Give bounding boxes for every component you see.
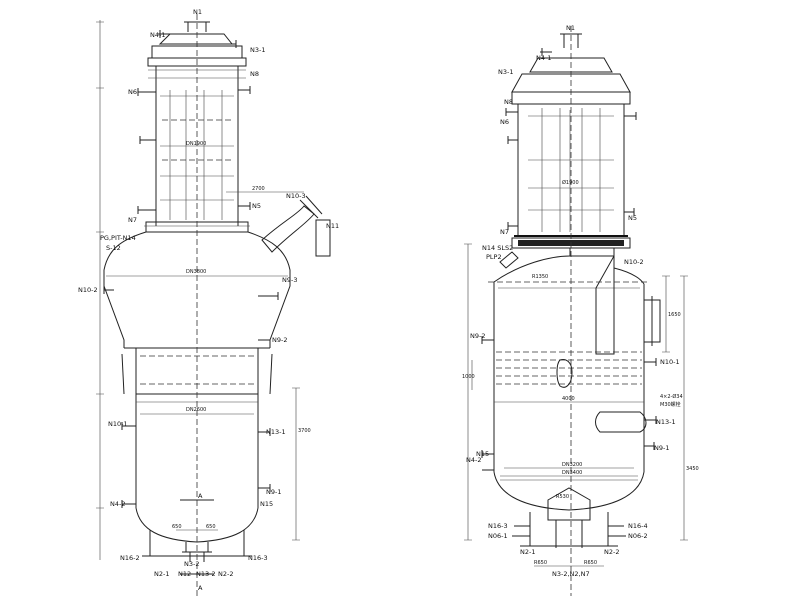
label-r-n9-1: N9-1 (654, 444, 669, 452)
label-l-n3-2: N3-2 (184, 560, 199, 568)
label-r-n14-sls2: N14 SLS2 (482, 244, 513, 252)
label-r-n2-2: N2-2 (604, 548, 619, 556)
label-l-n16-3: N16-3 (248, 554, 268, 562)
dim-r-r1350: R1350 (532, 274, 548, 280)
label-l-section-a-top: A (198, 492, 203, 500)
dim-l-650b: 650 (206, 524, 216, 530)
dim-r-1650: 1650 (668, 312, 681, 318)
dim-r-bolts: 4×2-Ø34 (660, 393, 683, 400)
label-r-n16-4: N16-4 (628, 522, 648, 530)
label-r-n2-1: N2-1 (520, 548, 535, 556)
dim-l-2700: 2700 (252, 186, 265, 192)
dim-r-1000: 1000 (462, 374, 475, 380)
dim-l-650a: 650 (172, 524, 182, 530)
label-l-n6: N6 (128, 88, 137, 96)
label-l-n13-2: N13-2 (196, 570, 216, 578)
label-l-n10-1: N10-1 (108, 420, 128, 428)
left-labels: N1 N4-1 N3-1 N8 N6 N7 N5 N10-3 N11 PG,PI… (78, 8, 339, 592)
label-r-n8: N8 (504, 98, 513, 106)
label-r-n10-2: N10-2 (624, 258, 644, 266)
dim-r-dn3200: DN3200 (562, 462, 582, 468)
dim-r-dn1900: Ø1900 (562, 179, 579, 186)
dim-r-4000: 4000 (562, 396, 575, 402)
label-r-n4-1: N4-1 (536, 54, 551, 62)
dim-l-3700: 3700 (298, 428, 311, 434)
dim-r-530: R530 (556, 494, 569, 500)
dim-r-3450: 3450 (686, 466, 699, 472)
label-r-n9-2: N9-2 (470, 332, 485, 340)
label-r-n7: N7 (500, 228, 509, 236)
label-l-section-a-bottom: A (198, 584, 203, 592)
label-r-plp2: PLP2 (486, 253, 502, 261)
label-l-n10-3: N10-3 (286, 192, 306, 200)
label-r-n3-1: N3-1 (498, 68, 513, 76)
label-l-n11: N11 (326, 222, 339, 230)
dim-l-dn3800: DN3800 (186, 269, 206, 275)
dim-r-m30: M30螺栓 (660, 401, 681, 408)
label-r-n1: N1 (566, 24, 575, 32)
label-r-n15: N15 (476, 450, 489, 458)
label-l-n13-1: N13-1 (266, 428, 286, 436)
label-l-n4-1: N4-1 (150, 31, 165, 39)
label-l-n4-2: N4-2 (110, 500, 125, 508)
label-l-s12: S-12 (106, 244, 121, 252)
right-labels: N1 N4-1 N3-1 N8 N6 N5 N7 N14 SLS2 PLP2 N… (462, 24, 699, 578)
label-l-n12: N12 (178, 570, 191, 578)
label-r-n10-1: N10-1 (660, 358, 680, 366)
label-l-n15: N15 (260, 500, 273, 508)
dim-l-dn2600: DN2600 (186, 407, 206, 413)
label-r-n5: N5 (628, 214, 637, 222)
label-l-n8: N8 (250, 70, 259, 78)
label-l-n16-2: N16-2 (120, 554, 140, 562)
label-l-pg-pit: PG,PIT-N14 (100, 234, 136, 242)
label-l-n1: N1 (193, 8, 202, 16)
dim-r-r650a: R650 (534, 560, 547, 566)
label-l-n3-1: N3-1 (250, 46, 265, 54)
label-l-n2-1: N2-1 (154, 570, 169, 578)
label-r-n13-1: N13-1 (656, 418, 676, 426)
dim-r-r650b: R650 (584, 560, 597, 566)
label-l-n9-3: N9-3 (282, 276, 297, 284)
label-r-n3-bottom: N3-2,N2,N7 (552, 570, 590, 578)
label-l-n2-2: N2-2 (218, 570, 233, 578)
dim-l-dn1900: DN1900 (186, 141, 206, 147)
dim-r-dn3400: DN3400 (562, 470, 582, 476)
left-vessel-drawing (96, 14, 331, 596)
label-l-n5: N5 (252, 202, 261, 210)
right-vessel-drawing (464, 26, 688, 596)
label-r-n06-2: N06-2 (628, 532, 648, 540)
label-r-n6: N6 (500, 118, 509, 126)
label-r-n06-1: N06-1 (488, 532, 508, 540)
label-l-n7: N7 (128, 216, 137, 224)
label-l-n9-2: N9-2 (272, 336, 287, 344)
label-l-n9-1: N9-1 (266, 488, 281, 496)
label-l-n10-2: N10-2 (78, 286, 98, 294)
label-r-n16-3: N16-3 (488, 522, 508, 530)
label-r-n4-2: N4-2 (466, 456, 481, 464)
